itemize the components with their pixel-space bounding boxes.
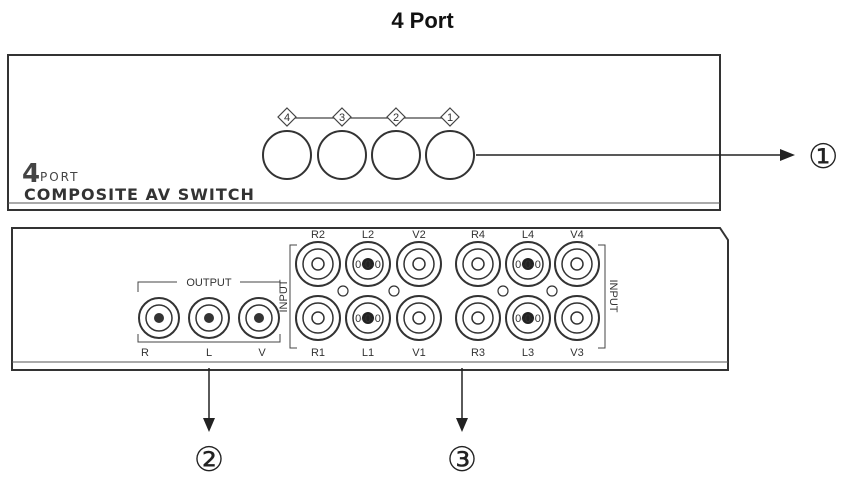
input-side-label-left: INPUT [278, 279, 290, 312]
input-jack-l4-text: 0-0-0 [515, 259, 541, 271]
input-jack-l1-pin [362, 312, 374, 324]
input-top-label-l4: L4 [522, 229, 534, 241]
output-group-label: OUTPUT [186, 277, 232, 289]
input-jack-v2-pin [412, 257, 426, 271]
output-bracket-bottom [137, 334, 281, 343]
button-4-circle[interactable] [262, 130, 312, 180]
input-jack-v4[interactable] [554, 241, 600, 287]
output-jack-r-pin [154, 313, 164, 323]
output-jack-v[interactable] [238, 297, 280, 339]
input-jack-l4[interactable]: 0-0-0 [505, 241, 551, 287]
button-2-circle[interactable] [371, 130, 421, 180]
input-top-label-r2: R2 [311, 229, 325, 241]
callout-3-arrow-head [456, 418, 468, 432]
button-1-circle[interactable] [425, 130, 475, 180]
button-2-number: 2 [393, 112, 399, 124]
button-2-number-diamond [386, 107, 406, 127]
input-jack-r1[interactable] [295, 295, 341, 341]
button-3-circle[interactable] [317, 130, 367, 180]
input-jack-l4-pin [522, 258, 534, 270]
input-bottom-label-l3: L3 [522, 347, 534, 359]
callout-1: ① [808, 137, 838, 177]
button-4-number: 4 [284, 112, 290, 124]
input-jack-v3-pin [570, 311, 584, 325]
input-top-label-r4: R4 [471, 229, 485, 241]
input-left-bracket [289, 244, 297, 349]
button-3-number: 3 [339, 112, 345, 124]
input-jack-l3[interactable]: 0-0-0 [505, 295, 551, 341]
screw-hole-left [337, 285, 349, 297]
brand-text: COMPOSITE AV SWITCH [24, 185, 255, 204]
logo-number: 4 [22, 159, 40, 189]
input-top-label-v2: V2 [412, 229, 425, 241]
input-jack-l1[interactable]: 0-0-0 [345, 295, 391, 341]
button-1-number: 1 [447, 112, 453, 124]
screw-hole-mid-right [497, 285, 509, 297]
input-jack-v1-pin [412, 311, 426, 325]
input-jack-l1-text: 0-0-0 [355, 313, 381, 325]
input-jack-r1-pin [311, 311, 325, 325]
input-bottom-label-r1: R1 [311, 347, 325, 359]
callout-2: ② [194, 440, 224, 480]
callout-1-arrow-head [780, 149, 795, 161]
input-jack-l3-pin [522, 312, 534, 324]
input-bottom-label-v1: V1 [412, 347, 425, 359]
input-side-label-right: INPUT [607, 280, 619, 313]
selector-button-2[interactable]: 2 [371, 107, 421, 180]
output-jack-l-pin [204, 313, 214, 323]
selector-button-4[interactable]: 4 [262, 107, 312, 180]
input-jack-v1[interactable] [396, 295, 442, 341]
back-panel: OUTPUT R L V INPUT IN [11, 227, 729, 371]
input-jack-v2[interactable] [396, 241, 442, 287]
diagram-title: 4 Port [391, 8, 454, 33]
input-jack-r3[interactable] [455, 295, 501, 341]
input-top-label-v4: V4 [570, 229, 583, 241]
input-jack-r2-pin [311, 257, 325, 271]
front-panel: 4 PORT COMPOSITE AV SWITCH 4 3 2 1 [7, 54, 838, 211]
logo-word: PORT [40, 170, 79, 184]
output-label-r: R [141, 347, 149, 359]
output-bracket-top-left [137, 281, 177, 292]
selector-button-1[interactable]: 1 [425, 107, 475, 180]
output-jack-l[interactable] [188, 297, 230, 339]
output-label-l: L [206, 347, 212, 359]
input-jack-l2[interactable]: 0-0-0 [345, 241, 391, 287]
input-jack-r3-pin [471, 311, 485, 325]
input-jack-l3-text: 0-0-0 [515, 313, 541, 325]
input-top-label-l2: L2 [362, 229, 374, 241]
output-jack-r[interactable] [138, 297, 180, 339]
button-4-number-diamond [277, 107, 297, 127]
button-3-number-diamond [332, 107, 352, 127]
output-label-v: V [258, 347, 266, 359]
output-jack-v-pin [254, 313, 264, 323]
input-bottom-label-v3: V3 [570, 347, 583, 359]
selector-button-3[interactable]: 3 [317, 107, 367, 180]
front-panel-body [7, 54, 721, 211]
output-bracket-top-right [240, 281, 281, 292]
input-jack-r4-pin [471, 257, 485, 271]
callout-2-arrow-head [203, 418, 215, 432]
callout-3: ③ [447, 440, 477, 480]
input-jack-l2-pin [362, 258, 374, 270]
button-1-number-diamond [440, 107, 460, 127]
input-bottom-label-r3: R3 [471, 347, 485, 359]
input-bottom-label-l1: L1 [362, 347, 374, 359]
input-jack-v4-pin [570, 257, 584, 271]
input-jack-v3[interactable] [554, 295, 600, 341]
input-jack-r2[interactable] [295, 241, 341, 287]
screw-hole-mid-left [388, 285, 400, 297]
output-group: OUTPUT R L V [137, 277, 281, 359]
input-jack-r4[interactable] [455, 241, 501, 287]
input-jack-l2-text: 0-0-0 [355, 259, 381, 271]
input-right-bracket [598, 244, 606, 349]
screw-hole-right [546, 285, 558, 297]
